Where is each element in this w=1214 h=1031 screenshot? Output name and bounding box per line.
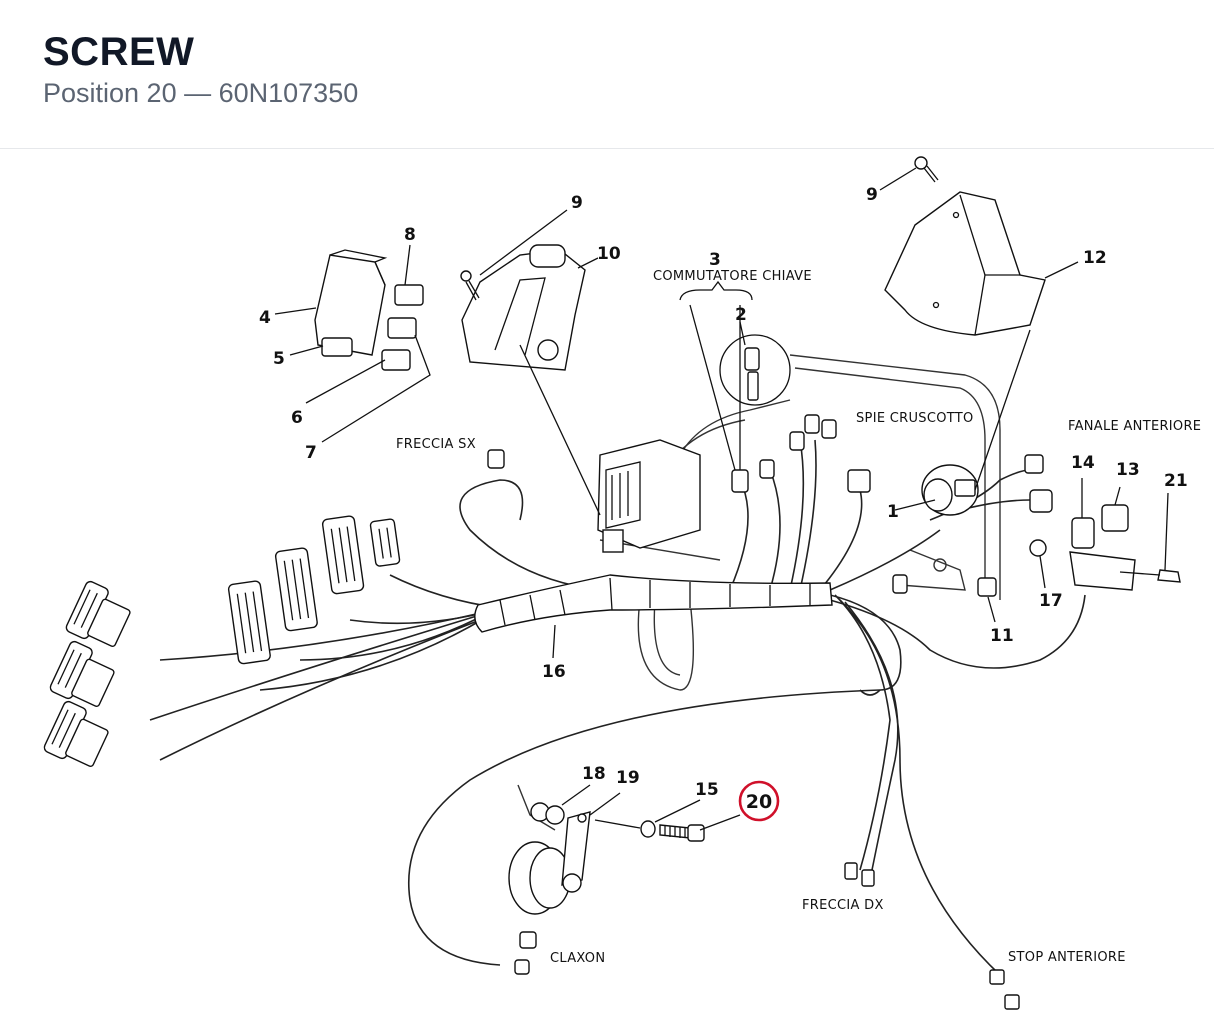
label-fanale-anteriore: FANALE ANTERIORE bbox=[1068, 419, 1201, 434]
callout-20[interactable]: 20 bbox=[746, 791, 772, 813]
page-subtitle: Position 20 — 60N107350 bbox=[43, 78, 359, 108]
callout-16[interactable]: 16 bbox=[542, 662, 566, 682]
callout-9-top[interactable]: 9 bbox=[866, 185, 878, 205]
callout-2[interactable]: 2 bbox=[735, 305, 747, 325]
cover-12 bbox=[884, 191, 1046, 336]
horn-assembly bbox=[508, 784, 591, 915]
callout-12[interactable]: 12 bbox=[1083, 248, 1107, 268]
label-spie-cruscotto: SPIE CRUSCOTTO bbox=[856, 411, 974, 426]
callout-7[interactable]: 7 bbox=[305, 443, 317, 463]
page-title: SCREW bbox=[43, 30, 195, 74]
callout-6[interactable]: 6 bbox=[291, 408, 303, 428]
key-switch-detail bbox=[689, 304, 791, 493]
highlight-ring bbox=[738, 780, 780, 822]
callout-4[interactable]: 4 bbox=[259, 308, 271, 328]
label-stop-anteriore: STOP ANTERIORE bbox=[1008, 950, 1126, 965]
fuse-box bbox=[314, 249, 388, 357]
screw-9-left bbox=[460, 270, 480, 301]
callout-21[interactable]: 21 bbox=[1164, 471, 1188, 491]
callout-18[interactable]: 18 bbox=[582, 764, 606, 784]
wiring-harness-diagram: 1 2 3 4 5 6 7 8 9 9 10 11 12 13 14 15 16… bbox=[43, 156, 1201, 1010]
label-commutatore-chiave: COMMUTATORE CHIAVE bbox=[653, 269, 812, 284]
front-light-parts bbox=[977, 504, 1181, 597]
callout-13[interactable]: 13 bbox=[1116, 460, 1140, 480]
leader-lines bbox=[274, 167, 1169, 831]
callout-11[interactable]: 11 bbox=[990, 626, 1014, 646]
screw-20-part bbox=[594, 819, 705, 842]
callout-15[interactable]: 15 bbox=[695, 780, 719, 800]
callouts: 1 2 3 4 5 6 7 8 9 9 10 11 12 13 14 15 16… bbox=[259, 185, 1188, 800]
label-freccia-sx: FRECCIA SX bbox=[396, 437, 476, 452]
wire-terminals bbox=[514, 862, 1020, 1010]
diagram-labels: COMMUTATORE CHIAVE FRECCIA SX SPIE CRUSC… bbox=[396, 269, 1201, 966]
callout-20-highlight[interactable]: 20 bbox=[738, 780, 780, 822]
fuses bbox=[381, 284, 424, 371]
callout-3[interactable]: 3 bbox=[709, 250, 721, 270]
callout-8[interactable]: 8 bbox=[404, 225, 416, 245]
callout-17[interactable]: 17 bbox=[1039, 591, 1063, 611]
callout-9-left[interactable]: 9 bbox=[571, 193, 583, 213]
left-connectors bbox=[43, 515, 401, 768]
screw-9-top bbox=[914, 156, 939, 183]
callout-5[interactable]: 5 bbox=[273, 349, 285, 369]
label-freccia-dx: FRECCIA DX bbox=[802, 898, 884, 913]
page-header: SCREW Position 20 — 60N107350 bbox=[0, 0, 1214, 149]
bracket-10 bbox=[461, 244, 586, 371]
control-unit bbox=[597, 439, 701, 553]
label-claxon: CLAXON bbox=[550, 951, 605, 966]
callout-19[interactable]: 19 bbox=[616, 768, 640, 788]
callout-10[interactable]: 10 bbox=[597, 244, 621, 264]
parts-diagram: 1 2 3 4 5 6 7 8 9 9 10 11 12 13 14 15 16… bbox=[0, 150, 1214, 1026]
warning-lights bbox=[921, 464, 979, 516]
callout-14[interactable]: 14 bbox=[1071, 453, 1095, 473]
small-connectors bbox=[487, 414, 1053, 594]
callout-1[interactable]: 1 bbox=[887, 502, 899, 522]
harness-sleeve bbox=[474, 574, 833, 633]
